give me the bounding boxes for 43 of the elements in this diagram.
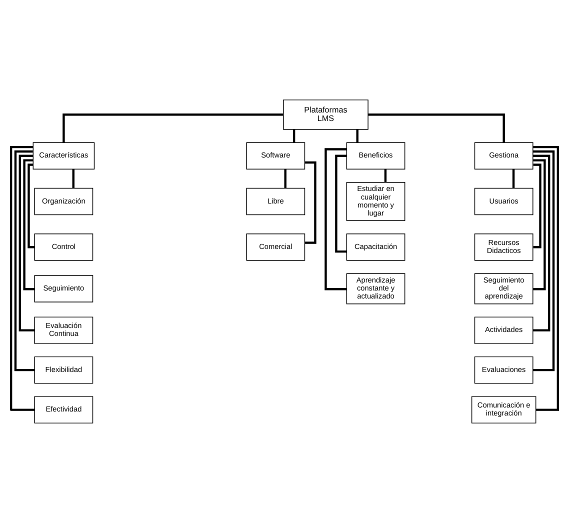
connector [23,158,34,290]
node-box: Actividades [474,316,534,344]
connector [10,145,35,410]
node-box: Efectividad [34,396,94,423]
node-box: Control [34,233,94,260]
connector [368,113,505,142]
node-box: Comunicación e integración [471,396,536,423]
connector [18,154,34,331]
node-box: Estudiar en cualquier momento y lugar [346,182,406,221]
node-box: Seguimiento del aprendizaje [474,272,534,304]
node-box: Comercial [246,233,306,260]
connector [324,148,347,290]
connector [292,129,296,142]
connector [72,168,74,188]
node-box: Capacitación [346,233,406,260]
node-box: Beneficios [346,142,406,169]
node-box: Características [32,142,95,169]
node-box: Organización [34,187,94,215]
node-box: Gestiona [474,142,534,169]
connector [62,113,284,142]
connector [533,145,560,410]
connector [28,163,34,248]
connector [304,160,316,244]
connector [512,168,515,188]
connector [533,154,550,331]
connector [384,168,387,182]
connector [356,129,358,142]
connector [335,154,347,252]
connector [14,150,35,371]
connector [533,150,555,371]
connector [533,158,546,290]
node-box: Plataformas LMS [283,99,368,130]
node-box: Software [246,142,306,169]
node-box: Flexibilidad [34,356,94,384]
node-box: Usuarios [474,187,534,215]
node-box: Evaluación Continua [34,316,94,344]
connector [533,163,542,248]
connector [284,168,286,188]
node-box: Libre [246,187,306,215]
node-box: Recursos Didacticos [474,233,534,260]
node-box: Aprendizaje constante y actualizado [346,272,406,304]
node-box: Seguimiento [34,274,94,302]
node-box: Evaluaciones [474,356,534,384]
